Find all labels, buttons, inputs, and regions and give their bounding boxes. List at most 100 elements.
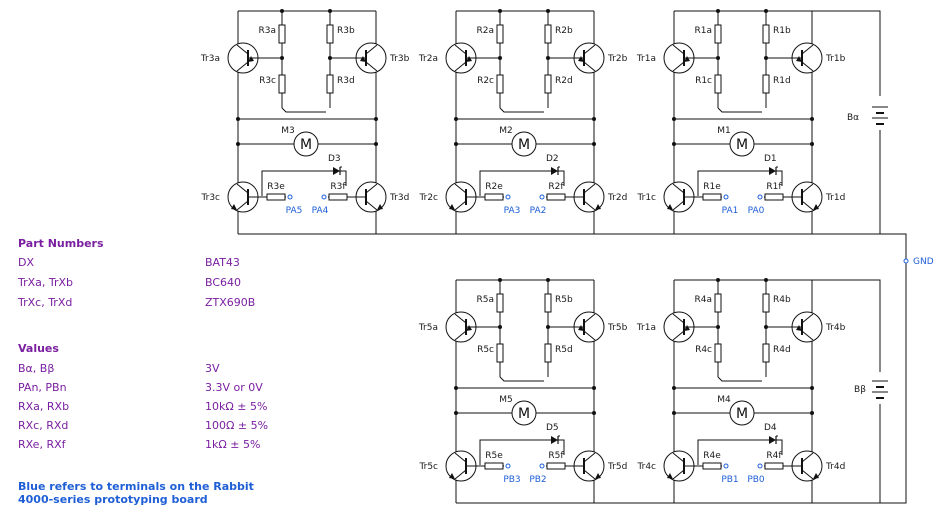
diode-triangle (769, 436, 776, 444)
value-name-rcd: RXc, RXd (18, 419, 69, 432)
junction-dot (454, 411, 458, 415)
transistor-emitter (454, 469, 467, 480)
junction-dot (672, 411, 676, 415)
junction-dot (672, 142, 676, 146)
terminal-label: PA0 (748, 206, 765, 216)
wire (880, 233, 907, 504)
terminal-icon (539, 194, 545, 200)
resistor-label: R4f (766, 451, 782, 461)
transistor-label: Tr4b (825, 323, 846, 333)
motor-label: M5 (499, 395, 513, 405)
transistor-label: Tr5c (418, 462, 438, 472)
part-name-npn: TrXc, TrXd (18, 296, 73, 309)
transistor-label: Tr3a (200, 54, 220, 64)
transistor-collector (365, 183, 378, 194)
resistor-icon (714, 293, 722, 313)
motor-body (729, 400, 755, 426)
value-rcd: 100Ω ± 5% (205, 419, 269, 432)
terminal-label: PA3 (504, 206, 521, 216)
wire (479, 439, 565, 465)
resistor-icon (764, 193, 784, 201)
resistor-label: R1d (773, 76, 791, 86)
terminal-label: PB3 (503, 475, 520, 485)
resistor-label: R3b (337, 26, 355, 36)
terminal-label: PB2 (529, 475, 546, 485)
junction-dot (592, 386, 596, 390)
transistor-emitter (454, 330, 467, 341)
resistor-label: R3d (337, 76, 355, 86)
resistor-label: R3a (259, 26, 277, 36)
resistor-label: R2c (477, 76, 494, 86)
resistor-label: R2f (548, 182, 564, 192)
motor-symbol: M (518, 406, 530, 422)
motor-icon: M (511, 131, 537, 157)
npn-transistor-icon (573, 181, 605, 213)
resistor-label: R2d (555, 76, 573, 86)
transistor-arrow (796, 325, 802, 331)
npn-transistor-icon (445, 181, 477, 213)
resistor-label: R1e (703, 182, 721, 192)
junction-dot (498, 325, 502, 329)
transistor-label: Tr1b (825, 54, 846, 64)
transistor-emitter (365, 200, 378, 211)
resistor-icon (762, 24, 770, 44)
resistor-label: R5a (477, 295, 495, 305)
transistor-collector (801, 44, 814, 55)
terminal-icon (539, 463, 545, 469)
terminal-label: PA2 (530, 206, 547, 216)
transistor-arrow (377, 204, 383, 210)
transistor-arrow (684, 325, 690, 331)
junction-dot (374, 142, 378, 146)
pnp-transistor-icon (445, 42, 477, 74)
diode-triangle (551, 167, 558, 175)
pnp-transistor-icon (791, 311, 823, 343)
transistor-arrow (449, 473, 455, 479)
wire (499, 107, 544, 113)
value-name-battery: Bα, Bβ (18, 362, 55, 375)
junction-dot (454, 386, 458, 390)
terminal-icon (723, 463, 729, 469)
value-name-rab: RXa, RXb (18, 400, 70, 413)
battery-icon (872, 380, 888, 399)
junction-dot (810, 142, 814, 146)
diode-icon (769, 435, 778, 444)
transistor-collector (454, 313, 467, 324)
resistor-icon (702, 462, 722, 470)
motor-label: M4 (717, 395, 731, 405)
transistor-arrow (231, 204, 237, 210)
transistor-emitter (365, 61, 378, 72)
resistor-icon (496, 74, 504, 94)
wire (499, 376, 544, 382)
npn-transistor-icon (663, 181, 695, 213)
transistor-collector (672, 44, 685, 55)
resistor-icon (546, 462, 566, 470)
transistor-collector (365, 44, 378, 55)
transistor-label: Tr3b (389, 54, 410, 64)
resistor-label: R1a (695, 26, 713, 36)
transistor-collector (672, 452, 685, 463)
npn-transistor-icon (573, 450, 605, 482)
motor-label: M2 (499, 126, 513, 136)
wire (812, 279, 881, 372)
resistor-label: R5e (485, 451, 503, 461)
terminal-icon (321, 194, 327, 200)
resistor-icon (702, 193, 722, 201)
diode-label: D2 (546, 154, 559, 164)
value-port: 3.3V or 0V (205, 381, 263, 394)
part-value-npn: ZTX690B (205, 296, 256, 309)
value-battery: 3V (205, 362, 220, 375)
resistor-icon (544, 343, 552, 363)
wire (717, 376, 762, 382)
battery-icon (872, 106, 888, 125)
terminal-icon (505, 463, 511, 469)
transistor-label: Tr3d (389, 193, 409, 203)
motor-symbol: M (736, 137, 748, 153)
terminal-icon (903, 258, 909, 264)
diode-triangle (769, 167, 776, 175)
transistor-label: Tr2c (418, 193, 438, 203)
resistor-label: R5b (555, 295, 573, 305)
